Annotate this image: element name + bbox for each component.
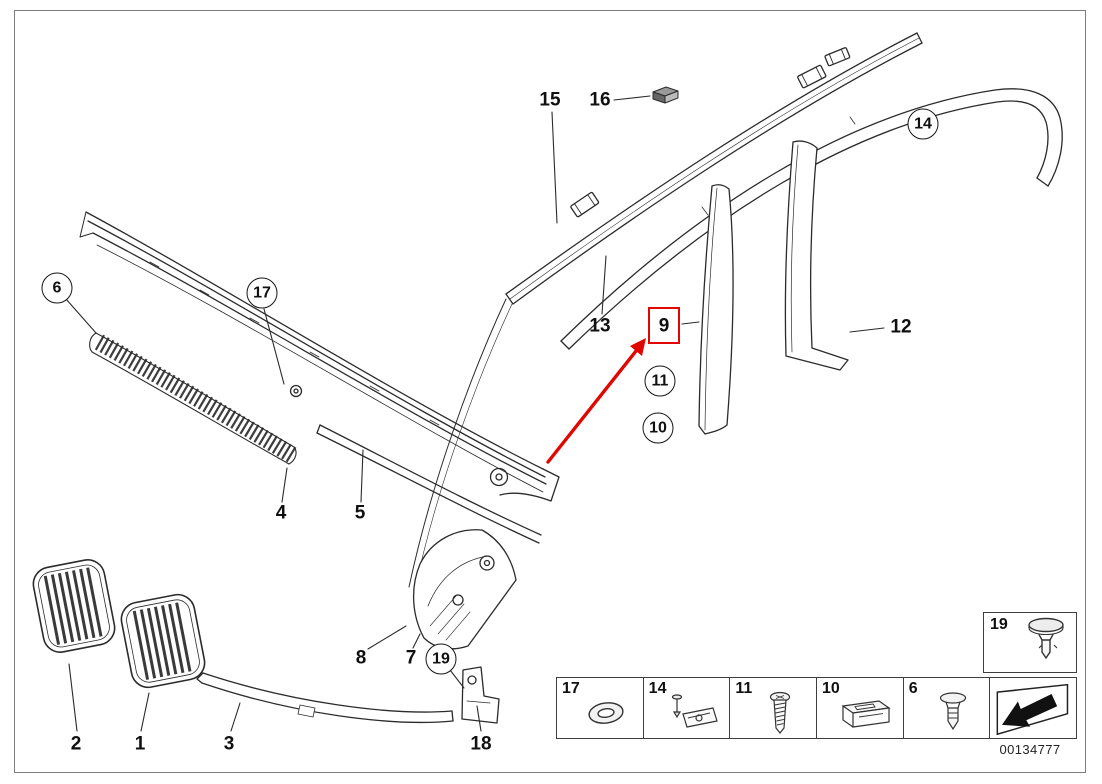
part-label-9[interactable]: 9 [658,315,670,337]
drawing-roof-clip [652,86,679,104]
drawing-cowl-grille [89,332,297,465]
clamp-bolt-icon [671,693,718,728]
legend-cell-label-11: 11 [735,680,753,697]
part-label-19-circled[interactable]: 19 [425,643,457,675]
legend-cell-label-17: 17 [562,680,580,697]
legend-cell-label-6: 6 [908,680,918,697]
diagram-number: 00134777 [999,742,1061,757]
part-label-3[interactable]: 3 [223,733,235,755]
drawing-kidney-grille-right [120,593,206,689]
drawing-roof-molding [560,47,1063,350]
image-frame [14,10,1086,773]
part-label-17-circled[interactable]: 17 [246,277,278,309]
part-label-16[interactable]: 16 [589,89,611,111]
legend-cell-14: 14 [642,678,730,738]
part-label-12[interactable]: 12 [890,316,912,338]
legend-cell-icon-wrap [744,688,815,737]
legend-inset-box: 19 [983,612,1077,673]
legend-next-diagram-cell[interactable] [989,678,1076,738]
screw-icon [769,691,790,734]
part-label-8[interactable]: 8 [355,647,367,669]
legend-cell-icon-wrap [571,688,642,737]
part-label-2[interactable]: 2 [70,733,82,755]
part-label-4[interactable]: 4 [275,502,287,524]
part-label-11-circled[interactable]: 11 [644,365,676,397]
part-label-13[interactable]: 13 [589,315,611,337]
drawing-corner-bracket [412,529,517,650]
page-arrow-icon [996,683,1069,735]
drawing-b-pillar-trim-rear [784,140,849,371]
part-label-7[interactable]: 7 [405,647,417,669]
legend-cell-17: 17 [557,678,643,738]
part-label-5[interactable]: 5 [354,502,366,524]
legend-label-19: 19 [990,616,1008,633]
legend-cell-icon-wrap [992,680,1075,737]
part-label-15[interactable]: 15 [539,89,561,111]
legend-cell-icon-wrap [658,688,729,737]
drawing-b-pillar-trim-front [698,184,734,435]
legend-table: 17 14 [556,677,1077,739]
drawing-cowl-trim [79,211,560,544]
legend-cell-icon-wrap [918,688,989,737]
highlight-arrow [546,338,646,464]
drawing-front-trim-strip [196,672,454,723]
part-label-6-circled[interactable]: 6 [41,272,73,304]
legend-cell-label-10: 10 [822,680,840,697]
legend-cell-11: 11 [729,678,816,738]
leader-lines [65,95,885,732]
legend-cell-6: 6 [902,678,990,738]
legend-cell-10: 10 [816,678,903,738]
drawing-kidney-grille-left [32,559,116,653]
sliding-clip-icon [841,699,891,728]
drawing-roof-drip-molding [408,32,923,590]
legend-cell-icon-wrap [831,688,902,737]
part-label-18[interactable]: 18 [470,733,492,755]
highlight-box-part-9 [648,307,680,344]
push-pin-rivet-icon [1028,617,1064,660]
drawing-small-bracket [461,666,500,724]
grommet-icon [588,701,624,724]
legend-cell-label-14: 14 [648,680,667,697]
part-label-14-circled[interactable]: 14 [907,108,939,140]
part-label-1[interactable]: 1 [134,733,146,755]
part-label-10-circled[interactable]: 10 [642,412,674,444]
expanding-rivet-icon [939,691,967,730]
